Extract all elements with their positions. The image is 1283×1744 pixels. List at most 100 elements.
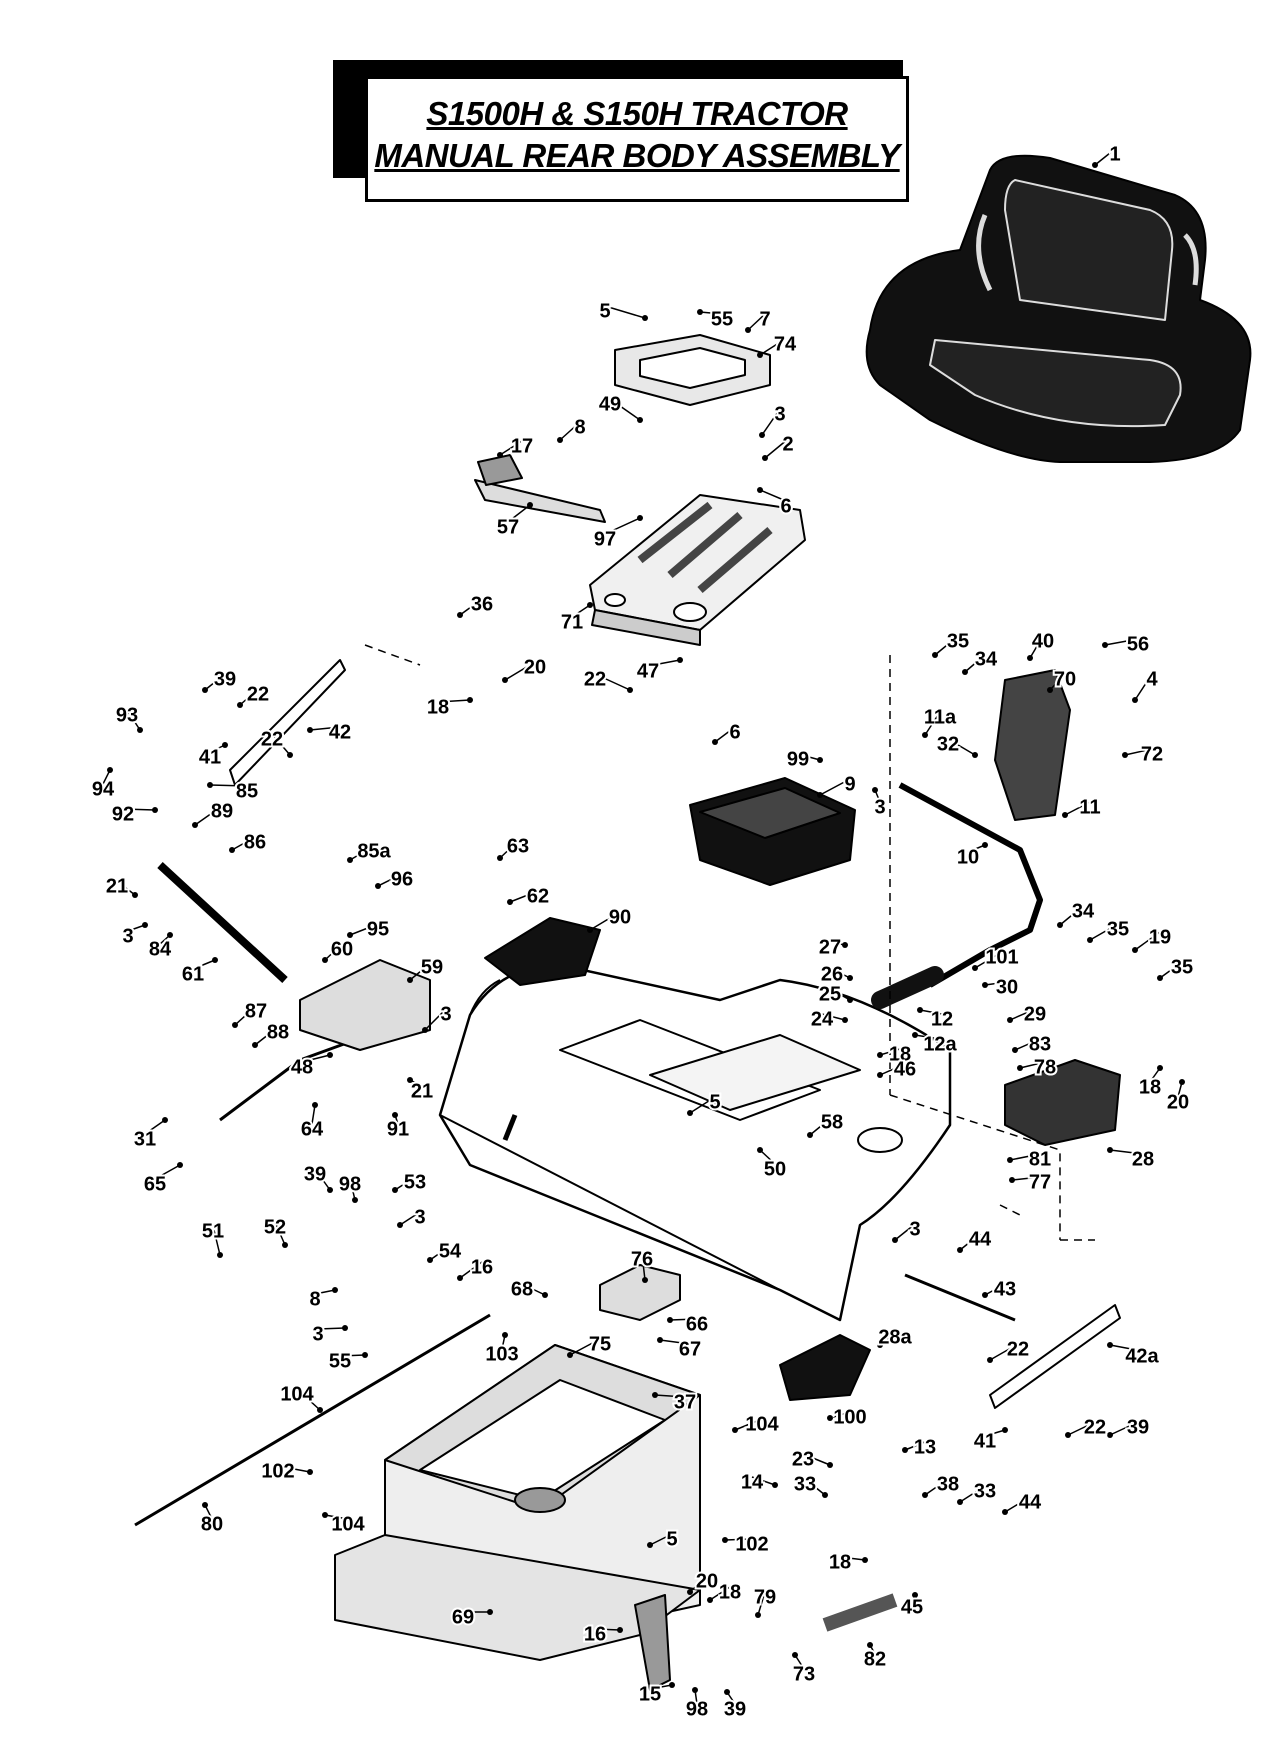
callout-label: 1: [1109, 143, 1120, 165]
callout-label: 59: [421, 956, 443, 978]
callout-label: 25: [819, 983, 841, 1005]
callout-dot: [342, 1325, 348, 1331]
callout-leader: [669, 1318, 698, 1321]
callout-leader: [924, 1478, 949, 1496]
callout-label: 53: [404, 1171, 426, 1193]
spring-82: [822, 1593, 898, 1632]
callout-label: 43: [994, 1278, 1016, 1300]
callout-label: 21: [106, 875, 128, 897]
pedal-plate-15: [634, 1594, 671, 1691]
callout-dot: [982, 1292, 988, 1298]
callout-dot: [217, 1252, 223, 1258]
callout-dot: [957, 1499, 963, 1505]
callout-leader: [309, 726, 341, 731]
callout-label: 66: [686, 1313, 708, 1335]
callout-label: 49: [599, 393, 621, 415]
callout-leader: [967, 844, 986, 853]
callout-leader: [757, 1591, 766, 1616]
callout-dot: [1087, 937, 1093, 943]
callout-leader: [747, 313, 766, 331]
callout-leader: [377, 873, 403, 887]
callout-label: 35: [947, 630, 969, 652]
callout-label: 71: [561, 611, 583, 633]
callout-dot: [1012, 1047, 1018, 1053]
callout-dot: [137, 727, 143, 733]
callout-dot: [1092, 162, 1098, 168]
callout-label: 29: [1024, 1003, 1046, 1025]
callout-label: 102: [261, 1460, 294, 1482]
callout-dot: [677, 657, 683, 663]
callout-leader: [1029, 635, 1044, 659]
callout-leader: [324, 943, 343, 961]
callout-dot: [817, 757, 823, 763]
callout-leader: [839, 1556, 866, 1561]
parts-drawing: [134, 154, 1252, 1691]
callout-dot: [772, 1482, 778, 1488]
callout-dot: [862, 1557, 868, 1563]
callout-label: 85: [236, 780, 258, 802]
callout-label: 98: [686, 1698, 708, 1720]
callout-dot: [1007, 1157, 1013, 1163]
callout-leader: [821, 1013, 846, 1021]
callout-label: 28a: [878, 1326, 912, 1348]
callout-leader: [459, 1261, 483, 1279]
callout-dot: [755, 1612, 761, 1618]
callout-label: 6: [780, 495, 791, 517]
callout-label: 95: [367, 918, 389, 940]
callout-leader: [296, 1388, 321, 1411]
callout-dot: [759, 432, 765, 438]
callout-leader: [1004, 1496, 1031, 1513]
callout-label: 11: [1079, 796, 1100, 818]
callout-dot: [422, 1027, 428, 1033]
callout-label: 41: [199, 746, 221, 768]
callout-leader: [924, 711, 941, 736]
callout-label: 14: [741, 1471, 764, 1493]
callout-leader: [271, 733, 291, 756]
callout-leaders: [102, 148, 1183, 1705]
callout-label: 84: [149, 938, 172, 960]
callout-leader: [459, 598, 483, 616]
callout-dot: [872, 787, 878, 793]
callout-leader: [809, 1116, 833, 1136]
callout-leader: [1109, 1344, 1143, 1352]
callout-label: 13: [914, 1436, 936, 1458]
callout-dot: [957, 1247, 963, 1253]
callout-dot: [392, 1187, 398, 1193]
callout-dot: [1107, 1432, 1113, 1438]
callout-label: 40: [1032, 630, 1054, 652]
callout-dot: [842, 1017, 848, 1023]
callout-label: 34: [975, 648, 998, 670]
callout-label: 3: [874, 796, 885, 818]
callout-dot: [587, 602, 593, 608]
callout-leader: [509, 890, 539, 903]
callout-dot: [497, 452, 503, 458]
callout-leader: [829, 1411, 851, 1419]
callout-leader: [324, 1514, 349, 1520]
callout-leader: [984, 981, 1008, 986]
callout-dot: [1157, 975, 1163, 981]
callout-leader: [589, 911, 621, 931]
callout-dot: [724, 1689, 730, 1695]
callout-leader: [689, 1096, 716, 1114]
callout-label: 16: [471, 1256, 493, 1278]
callout-label: 72: [1141, 743, 1163, 765]
callout-dot: [1179, 1079, 1185, 1085]
callout-label: 16: [584, 1623, 606, 1645]
callout-leader: [1094, 148, 1116, 166]
callout-label: 22: [1084, 1416, 1106, 1438]
callout-dot: [1132, 697, 1138, 703]
callout-dot: [327, 1187, 333, 1193]
callout-dot: [692, 1687, 698, 1693]
rod-80: [134, 1313, 491, 1527]
callout-label: 81: [1029, 1148, 1051, 1170]
callout-dot: [617, 1627, 623, 1633]
callout-label: 64: [301, 1118, 324, 1140]
callout-dot: [667, 1317, 673, 1323]
shaft-61: [157, 862, 288, 983]
callout-dot: [375, 883, 381, 889]
callout-dot: [567, 1352, 573, 1358]
callout-leader: [1059, 905, 1084, 926]
callout-dot: [457, 1275, 463, 1281]
callout-label: 87: [245, 1000, 267, 1022]
callout-label: 65: [144, 1173, 166, 1195]
